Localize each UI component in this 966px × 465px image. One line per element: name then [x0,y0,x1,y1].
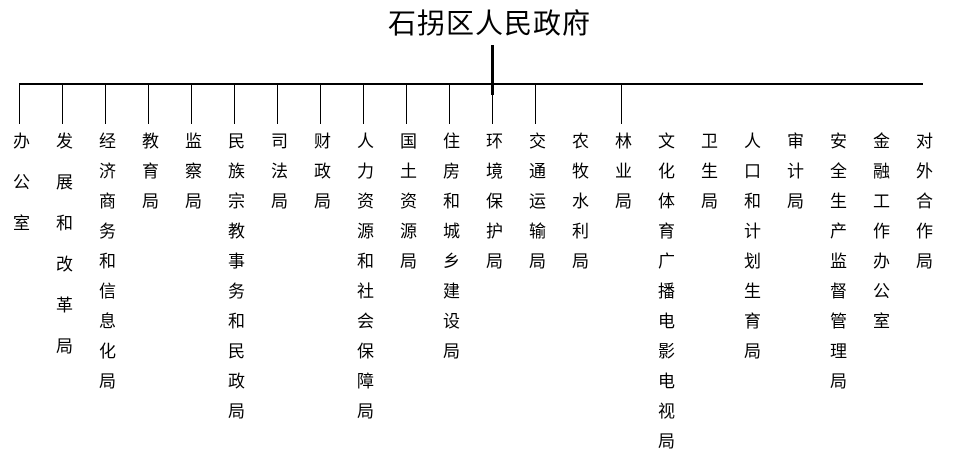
department-label: 审计局 [784,132,803,222]
department-label: 卫生局 [698,132,717,222]
department-label: 对外合作局 [913,132,932,282]
department-label: 文化体育广播电影电视局 [655,132,674,462]
connector-line [449,85,450,124]
connector-line [621,85,622,124]
department-label: 教育局 [139,132,158,222]
connector-line [535,85,536,124]
connector-line [492,85,493,124]
department-label: 人力资源和社会保障局 [354,132,373,432]
department-label: 人口和计划生育局 [741,132,760,372]
org-root-title: 石拐区人民政府 [388,9,592,40]
connector-line [277,85,278,124]
root-connector-line [491,45,494,95]
department-label: 环境保护局 [483,132,502,282]
department-label: 安全生产监督管理局 [827,132,846,402]
department-label: 办公室 [10,132,29,255]
connector-line [234,85,235,124]
department-label: 民族宗教事务和民政局 [225,132,244,432]
department-label: 林业局 [612,132,631,222]
connector-line [62,85,63,124]
connector-line [191,85,192,124]
connector-line [406,85,407,124]
department-label: 司法局 [268,132,287,222]
department-label: 国土资源局 [397,132,416,282]
department-label: 财政局 [311,132,330,222]
department-label: 交通运输局 [526,132,545,282]
department-label: 金融工作办公室 [870,132,889,342]
connector-line [363,85,364,124]
connector-line [105,85,106,124]
department-label: 发展和改革局 [53,132,72,378]
branch-line [19,83,923,85]
connector-line [320,85,321,124]
department-label: 监察局 [182,132,201,222]
connector-line [148,85,149,124]
department-label: 经济商务和信息化局 [96,132,115,402]
department-label: 农牧水利局 [569,132,588,282]
department-label: 住房和城乡建设局 [440,132,459,372]
connector-line [19,85,20,124]
